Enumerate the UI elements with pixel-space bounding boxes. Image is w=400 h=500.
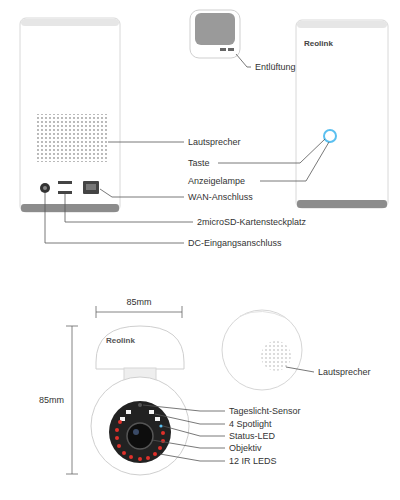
brand-logo: Reolink (304, 38, 333, 50)
camera (91, 326, 189, 475)
part-label: Taste (188, 157, 210, 169)
dimension-label: 85mm (39, 394, 64, 406)
part-label: WAN-Anschluss (188, 191, 253, 203)
leader-lines (143, 367, 314, 461)
speaker-dome (222, 310, 302, 390)
part-label: Status-LED (229, 430, 275, 442)
hub-back (20, 18, 120, 212)
part-label: 4 Spotlight (229, 418, 272, 430)
part-label: DC-Eingangsanschluss (188, 237, 282, 249)
part-label: Entlüftung (255, 61, 296, 73)
part-label: Lautsprecher (318, 366, 371, 378)
part-label: Objektiv (229, 442, 262, 454)
dimension-label: 85mm (126, 296, 151, 308)
hub-front (296, 20, 388, 208)
leader-lines (45, 54, 329, 243)
hub-vent (190, 10, 240, 58)
part-label: 12 IR LEDS (229, 455, 277, 467)
part-label: Anzeigelampe (188, 175, 245, 187)
brand-logo: Reolink (106, 335, 135, 347)
part-label: Tageslicht-Sensor (229, 405, 301, 417)
part-label: Lautsprecher (188, 136, 241, 148)
part-label: 2microSD-Kartensteckplatz (197, 216, 306, 228)
